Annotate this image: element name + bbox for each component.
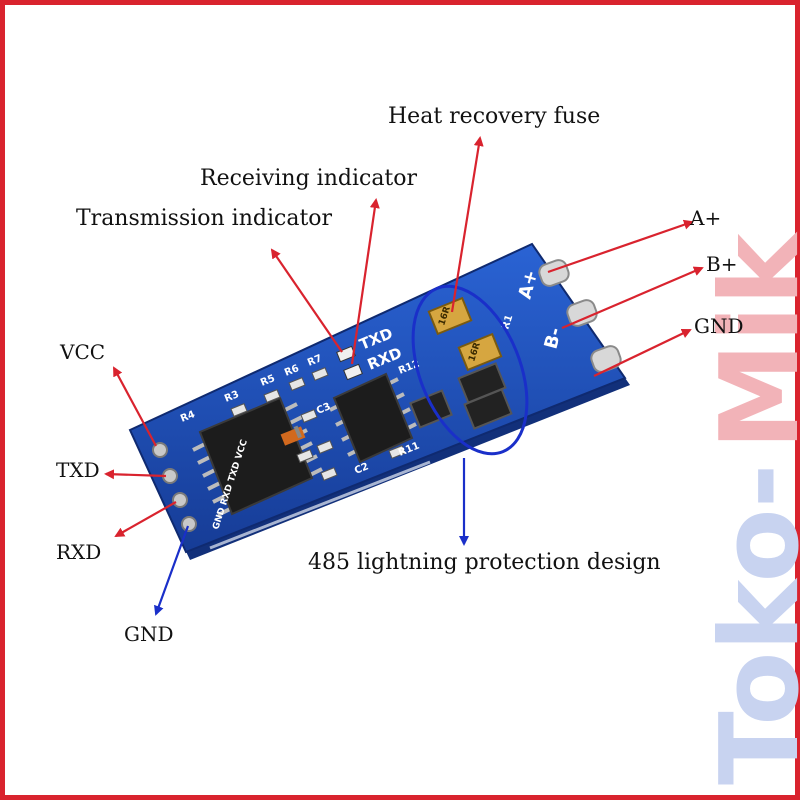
arrow-txd: [104, 469, 167, 480]
main-ic-chip: [192, 396, 323, 517]
arrow-gnd-right: [593, 328, 692, 377]
arrow-b-plus: [561, 266, 704, 330]
arrow-receiving: [350, 198, 380, 365]
label-gnd-bottom: GND: [124, 622, 174, 646]
arrow-vcc: [113, 366, 157, 447]
label-gnd-right: GND: [694, 314, 744, 338]
heat-recovery-fuses: [427, 296, 503, 372]
arrow-rxd: [114, 501, 177, 537]
arrow-gnd-bottom: [154, 525, 190, 616]
diode: [280, 425, 306, 446]
arrow-a-plus: [547, 219, 694, 274]
label-lightning-protection: 485 lightning protection design: [308, 550, 661, 575]
silk-r4: R4: [179, 409, 197, 425]
label-transmission-indicator: Transmission indicator: [76, 206, 333, 231]
arrow-transmission: [270, 248, 343, 353]
label-txd: TXD: [56, 458, 100, 482]
silk-r7: R7: [306, 353, 324, 369]
label-receiving-indicator: Receiving indicator: [200, 166, 418, 191]
led-indicators: [336, 345, 363, 381]
label-vcc: VCC: [60, 340, 106, 364]
silk-c2: C2: [353, 461, 370, 477]
silk-r6: R6: [283, 363, 301, 379]
tvs-diodes: [409, 362, 513, 430]
silk-c3: C3: [315, 401, 332, 417]
label-rxd: RXD: [56, 540, 102, 564]
smd-components: [230, 367, 406, 481]
lightning-protection-ellipse: [411, 284, 529, 456]
label-heat-recovery-fuse: Heat recovery fuse: [388, 104, 601, 129]
secondary-ic-chip: [329, 372, 417, 464]
silk-r5: R5: [259, 373, 277, 389]
callout-arrows: [104, 136, 704, 616]
label-b-plus: B+: [706, 252, 738, 276]
label-a-plus: A+: [690, 206, 722, 230]
arrow-heat-fuse: [450, 136, 484, 313]
silk-r3: R3: [223, 389, 241, 405]
